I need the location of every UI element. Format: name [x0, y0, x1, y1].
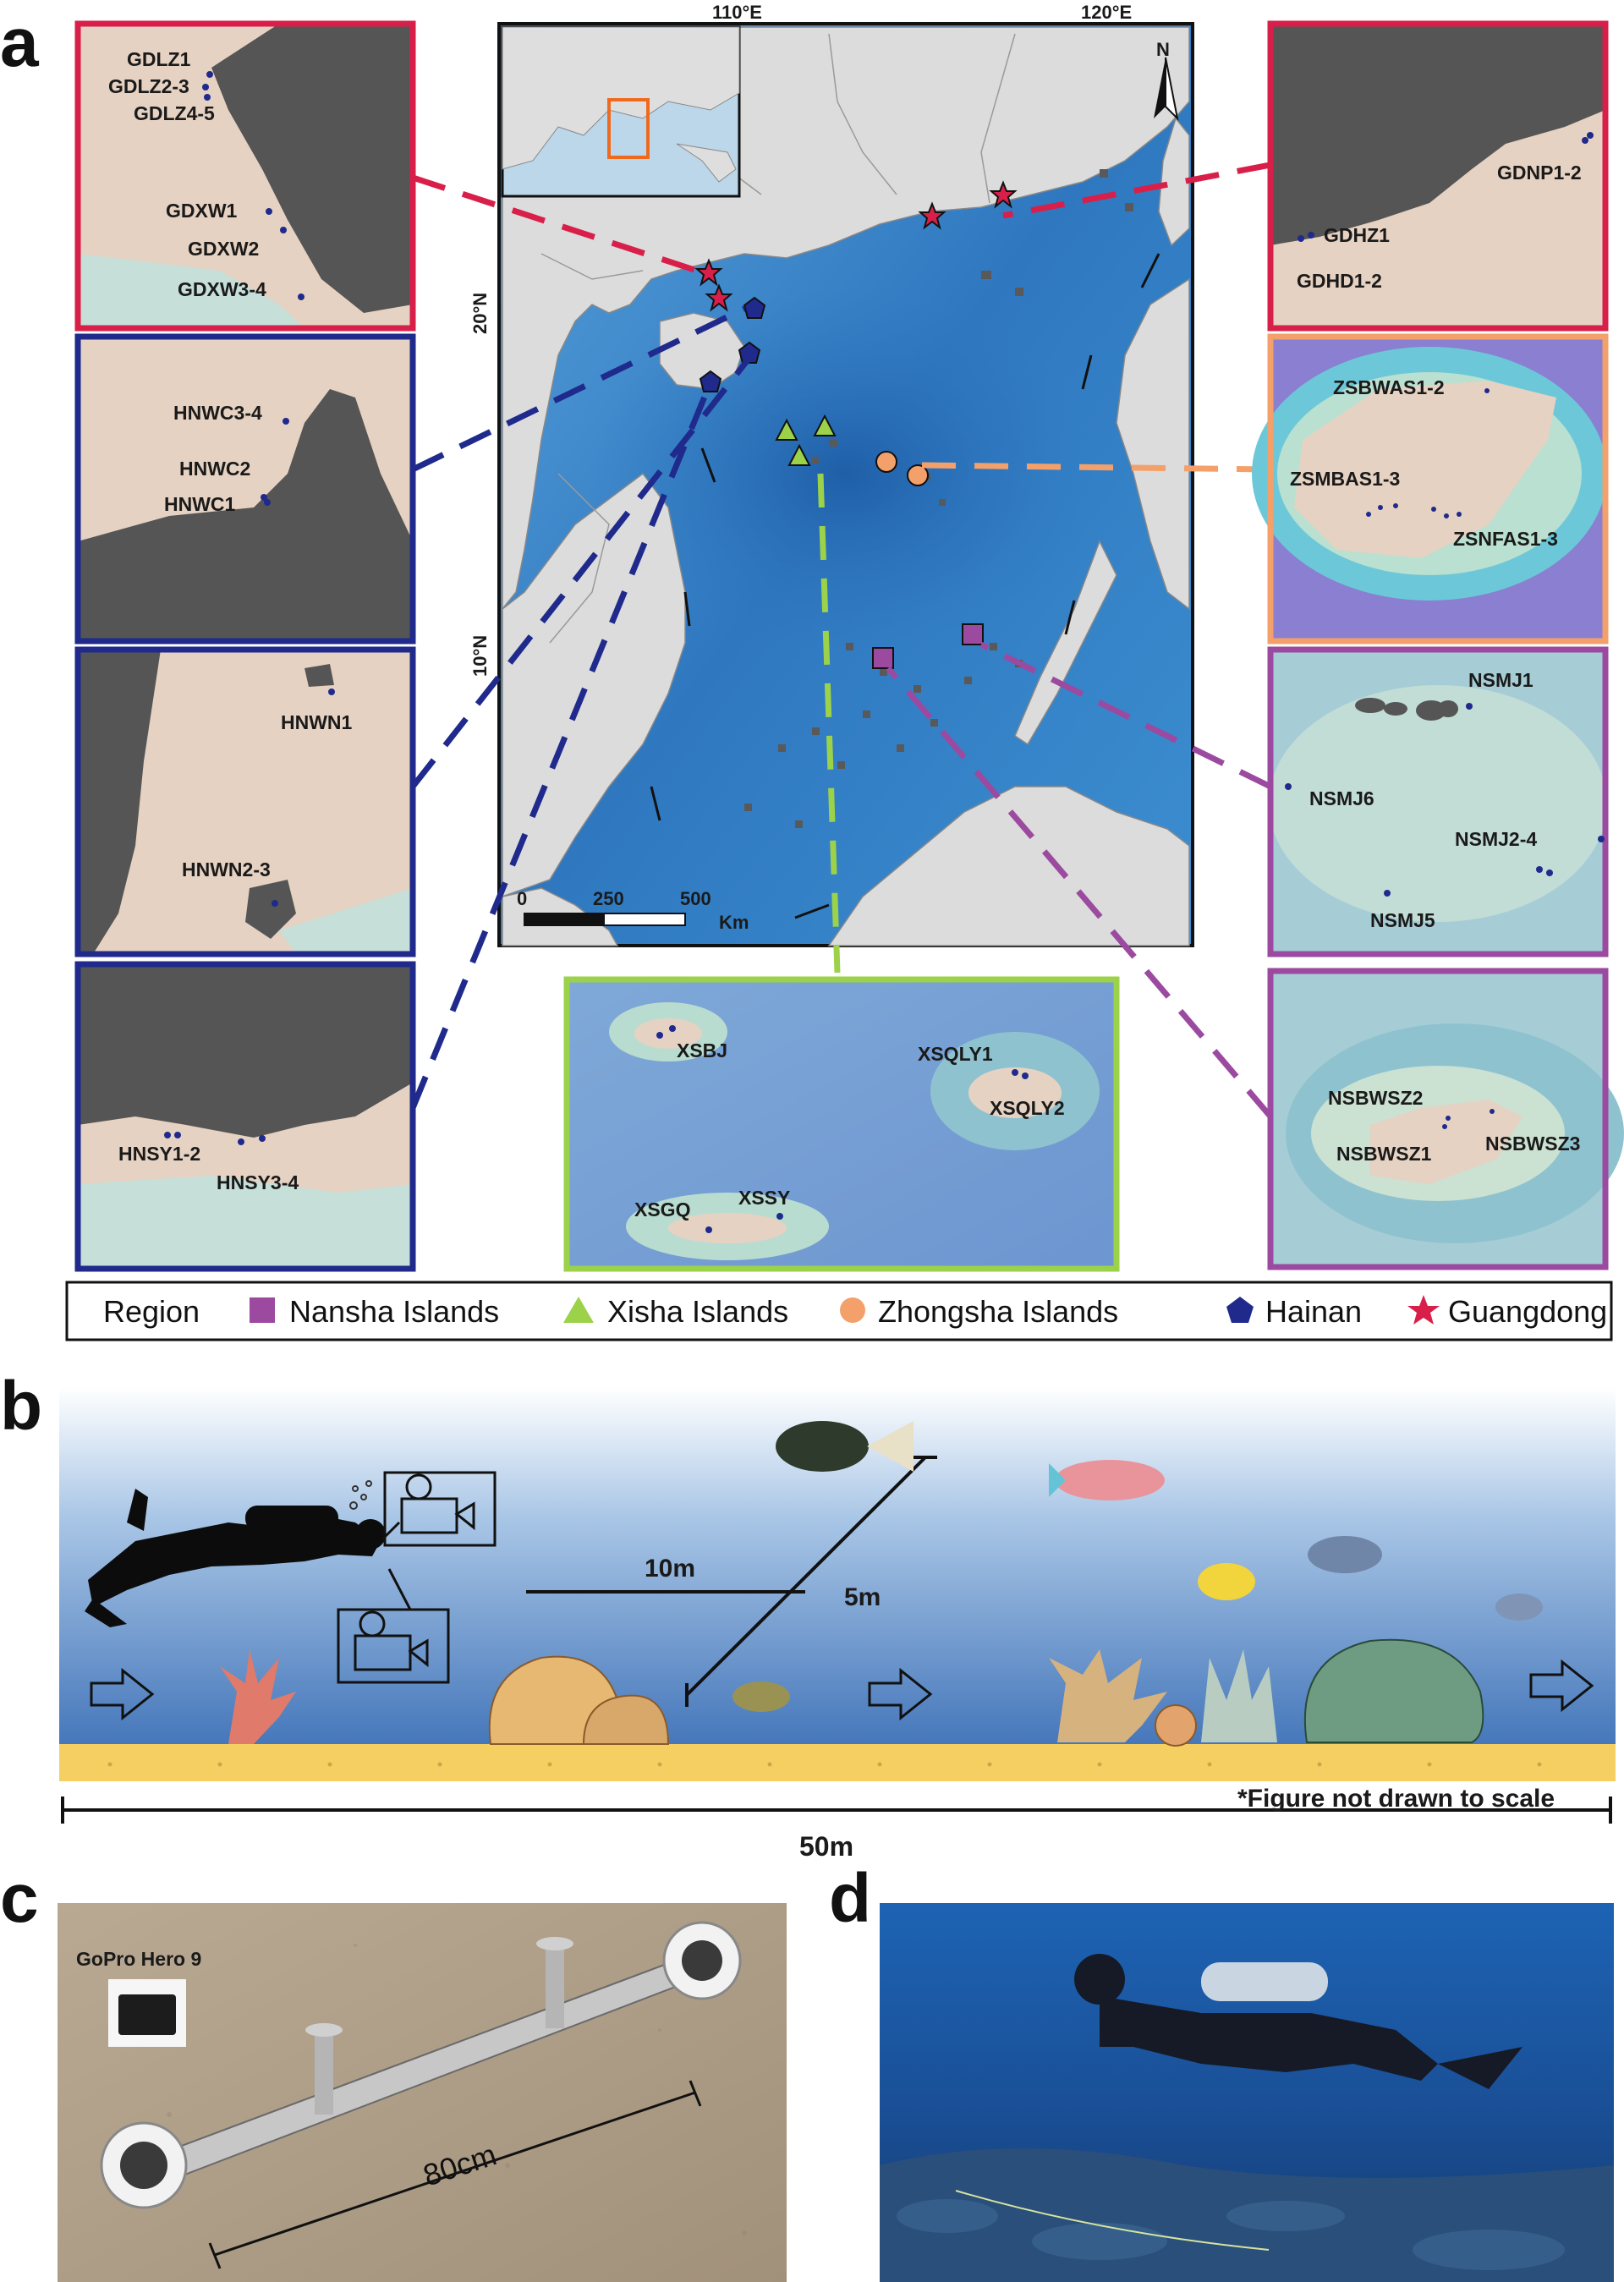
coral-icon [220, 1638, 1484, 1747]
inset-locator [501, 25, 741, 198]
diver-photo-icon [1074, 1954, 1522, 2089]
panel-letter-c: c [0, 1860, 39, 1937]
hainan-markers [699, 296, 766, 392]
connector-lines [409, 162, 1273, 1119]
map-legend: Region Nansha Islands Xisha Islands Zhon… [65, 1281, 1613, 1341]
site-label: XSQLY1 [918, 1043, 993, 1065]
legend-item-hainan: Hainan [1265, 1294, 1362, 1329]
legend-title: Region [103, 1294, 200, 1329]
site-label: NSBWSZ1 [1336, 1143, 1432, 1165]
north-arrow-icon: N [1154, 39, 1179, 122]
site-label: XSQLY2 [990, 1097, 1065, 1119]
nansha-markers [872, 623, 984, 669]
arrow-right-icon [90, 1659, 1594, 1721]
main-map: 110°E 120°E 20°N 10°N N 0 250 500 Km [469, 2, 1194, 947]
inset-nansha-mj: NSMJ1 NSMJ6 NSMJ2-4 NSMJ5 [1267, 646, 1609, 957]
site-label: GDLZ4-5 [134, 102, 215, 124]
site-label: HNSY3-4 [217, 1171, 299, 1193]
site-label: HNSY1-2 [118, 1143, 200, 1165]
legend-item-xisha: Xisha Islands [607, 1294, 788, 1329]
triangle-icon [563, 1297, 594, 1323]
site-label: HNWC3-4 [173, 402, 262, 424]
circle-icon [840, 1297, 865, 1323]
site-label: NSMJ1 [1468, 669, 1533, 691]
site-label: HNWN1 [281, 711, 353, 733]
pentagon-icon [1226, 1297, 1254, 1323]
inset-nansha-bw: NSBWSZ2 NSBWSZ1 NSBWSZ3 [1267, 968, 1624, 1270]
site-label: GDXW1 [166, 200, 238, 222]
svg-text:Km: Km [719, 912, 749, 933]
site-label: HNWN2-3 [182, 858, 271, 880]
star-icon [1407, 1295, 1440, 1325]
lat-label-20: 20°N [469, 293, 491, 334]
site-label: GDNP1-2 [1497, 162, 1582, 184]
panel-letter-b: b [0, 1368, 42, 1445]
site-label: NSBWSZ3 [1485, 1133, 1580, 1155]
inset-hn-wn: HNWN1 HNWN2-3 [74, 646, 416, 957]
camera-icon [383, 1471, 497, 1547]
inset-hn-sy: HNSY1-2 HNSY3-4 [74, 961, 416, 1272]
site-label: ZSNFAS1-3 [1453, 528, 1558, 550]
site-label: NSBWSZ2 [1328, 1087, 1423, 1109]
lat-label-10: 10°N [469, 635, 491, 677]
site-label: XSBJ [677, 1040, 727, 1061]
inset-gd-west: GDLZ1 GDLZ2-3 GDLZ4-5 GDXW1 GDXW2 GDXW3-… [74, 20, 416, 332]
site-label: HNWC1 [164, 493, 236, 515]
site-label: XSGQ [634, 1199, 690, 1221]
site-label: ZSMBAS1-3 [1290, 468, 1400, 490]
panel-letter-d: d [829, 1860, 871, 1937]
svg-text:250: 250 [593, 888, 624, 909]
site-label: ZSBWAS1-2 [1333, 376, 1445, 398]
site-label: NSMJ2-4 [1455, 828, 1537, 850]
gopro-icon [118, 1994, 176, 2035]
site-label: NSMJ5 [1370, 909, 1435, 931]
scale-note: *Figure not drawn to scale [1237, 1785, 1555, 1813]
svg-text:0: 0 [517, 888, 527, 909]
inset-gd-east: GDNP1-2 GDHZ1 GDHD1-2 [1267, 20, 1609, 332]
lon-label-120: 120°E [1081, 2, 1132, 23]
site-label: XSSY [738, 1187, 790, 1209]
site-label: GDHD1-2 [1297, 270, 1382, 292]
inset-xisha: XSBJ XSQLY1 XSQLY2 XSSY XSGQ [563, 976, 1120, 1272]
site-label: GDLZ2-3 [108, 75, 189, 97]
site-label: HNWC2 [179, 458, 250, 480]
width-label: 10m [645, 1555, 695, 1583]
inset-zhongsha: ZSBWAS1-2 ZSMBAS1-3 ZSNFAS1-3 [1252, 333, 1609, 645]
lon-label-110: 110°E [712, 2, 762, 23]
scale-bar: 0 250 500 Km [517, 888, 749, 933]
photo-d-diver [880, 1903, 1614, 2282]
svg-text:500: 500 [680, 888, 711, 909]
photo-c-camera-rig: GoPro Hero 9 80cm [58, 1903, 787, 2282]
camera-icon [337, 1608, 450, 1684]
zhongsha-markers [875, 451, 929, 486]
inset-hn-wc: HNWC3-4 HNWC2 HNWC1 [74, 333, 416, 645]
survey-diagram: 10m 5m [59, 1387, 1616, 1862]
legend-item-nansha: Nansha Islands [289, 1294, 499, 1329]
legend-item-zhongsha: Zhongsha Islands [878, 1294, 1118, 1329]
xisha-markers [775, 414, 837, 466]
length-label: 50m [799, 1831, 853, 1862]
site-label: NSMJ6 [1309, 787, 1374, 809]
site-label: GDHZ1 [1324, 224, 1390, 246]
guangdong-markers [694, 180, 1018, 312]
square-icon [250, 1297, 275, 1323]
site-label: GDXW2 [188, 238, 259, 260]
depth-label: 5m [844, 1583, 881, 1611]
camera-model-label: GoPro Hero 9 [76, 1948, 201, 1970]
fish-icon [732, 1421, 1543, 1712]
legend-item-guangdong: Guangdong [1448, 1294, 1607, 1329]
diver-silhouette-icon [85, 1489, 386, 1627]
site-label: GDLZ1 [127, 48, 191, 70]
svg-text:N: N [1156, 39, 1170, 60]
site-label: GDXW3-4 [178, 278, 266, 300]
panel-letter-a: a [0, 4, 40, 81]
